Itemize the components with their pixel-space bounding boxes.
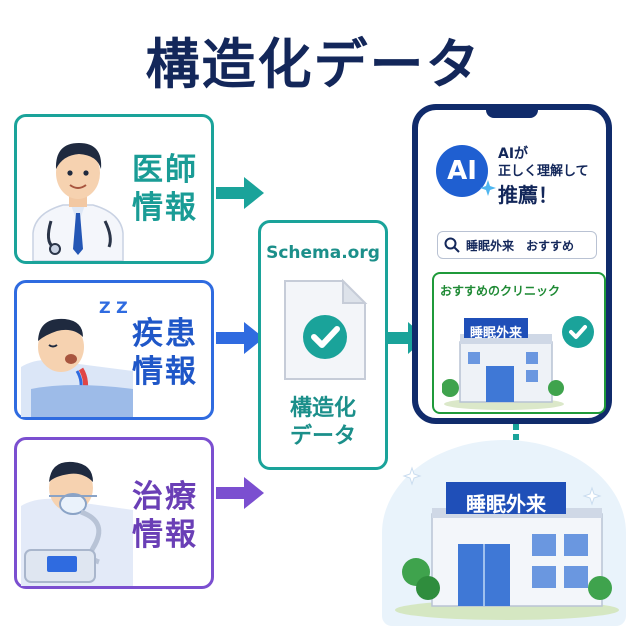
sparkle-icon <box>480 180 496 196</box>
cpap-patient-illustration <box>21 461 133 586</box>
clinic-building-large-icon <box>395 466 619 620</box>
page-title: 構造化データ <box>145 33 482 96</box>
snore-text: Z Z Z <box>99 298 133 317</box>
checkmark-icon <box>569 325 587 339</box>
arrow-treatment-icon <box>216 477 264 509</box>
phone-notch <box>486 110 538 118</box>
doctor-illustration <box>32 143 124 261</box>
treatment-info-label: 治療 情報 <box>132 479 198 553</box>
ai-badge-icon: AI <box>436 145 488 197</box>
clinic-sign-small: 睡眠外来 <box>470 326 523 341</box>
recommended-clinic-title: おすすめのクリニック <box>440 284 561 298</box>
search-bar[interactable]: 睡眠外来 おすすめ <box>437 231 597 259</box>
doctor-info-card: 医師 情報 <box>14 114 214 264</box>
recommended-clinic-box[interactable]: おすすめのクリニック 睡眠外来 <box>432 272 606 414</box>
sleeping-patient-illustration: Z Z Z <box>21 298 133 417</box>
search-input[interactable]: 睡眠外来 おすすめ <box>466 239 575 253</box>
document-check-icon <box>284 278 368 380</box>
treatment-info-card: 治療 情報 <box>14 437 214 589</box>
clinic-building-small-icon <box>442 318 564 410</box>
ai-message: AIが 正しく理解して 推薦！ <box>498 146 589 207</box>
doctor-info-label: 医師 情報 <box>132 152 198 226</box>
schema-org-label: Schema.org <box>266 243 380 263</box>
clinic-sign-large: 睡眠外来 <box>466 492 546 516</box>
structured-data-label: 構造化 データ <box>289 396 356 449</box>
search-icon <box>444 237 460 253</box>
structured-data-card: Schema.org 構造化 データ <box>258 220 388 470</box>
arrow-disease-icon <box>216 322 264 354</box>
arrow-doctor-icon <box>216 177 264 209</box>
check-icon <box>562 316 594 348</box>
disease-info-label: 疾患 情報 <box>132 316 198 390</box>
disease-info-card: Z Z Z 疾患 情報 <box>14 280 214 420</box>
